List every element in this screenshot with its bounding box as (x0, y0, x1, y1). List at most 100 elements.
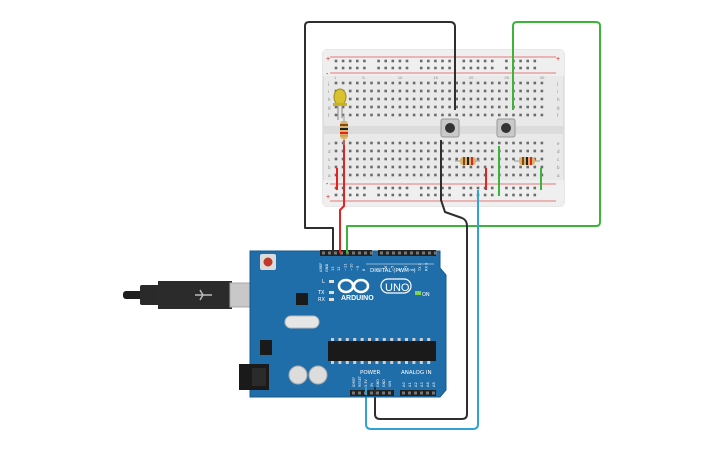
bb-hole[interactable] (434, 165, 437, 169)
header-hole[interactable] (426, 391, 429, 395)
bb-hole[interactable] (498, 105, 501, 109)
bb-hole[interactable] (419, 113, 423, 117)
bb-hole[interactable] (505, 165, 508, 169)
bb-hole[interactable] (348, 173, 352, 177)
bb-rail-hole[interactable] (391, 186, 395, 190)
bb-hole[interactable] (412, 141, 416, 145)
bb-hole[interactable] (441, 105, 444, 109)
bb-rail-hole[interactable] (526, 59, 529, 63)
bb-hole[interactable] (434, 105, 437, 109)
bb-hole[interactable] (476, 81, 480, 85)
bb-hole[interactable] (348, 105, 352, 109)
bb-hole[interactable] (391, 105, 395, 109)
bb-rail-hole[interactable] (512, 193, 515, 197)
bb-hole[interactable] (519, 173, 522, 177)
bb-hole[interactable] (398, 157, 402, 161)
bb-hole[interactable] (412, 157, 416, 161)
bb-hole[interactable] (448, 89, 451, 93)
bb-hole[interactable] (398, 89, 402, 93)
bb-hole[interactable] (419, 141, 423, 145)
bb-hole[interactable] (462, 113, 466, 117)
bb-rail-hole[interactable] (526, 186, 529, 190)
bb-hole[interactable] (476, 141, 480, 145)
bb-rail-hole[interactable] (434, 59, 437, 63)
bb-rail-hole[interactable] (526, 66, 529, 70)
bb-hole[interactable] (483, 113, 487, 117)
bb-hole[interactable] (483, 157, 487, 161)
bb-hole[interactable] (540, 165, 544, 169)
bb-hole[interactable] (412, 149, 416, 153)
bb-hole[interactable] (377, 173, 380, 177)
bb-hole[interactable] (334, 81, 338, 85)
bb-rail-hole[interactable] (405, 59, 409, 63)
bb-hole[interactable] (370, 141, 373, 145)
bb-hole[interactable] (398, 105, 402, 109)
wire-black-top-loop[interactable] (304, 21, 456, 251)
bb-hole[interactable] (419, 89, 423, 93)
bb-hole[interactable] (334, 149, 338, 153)
bb-hole[interactable] (505, 97, 508, 101)
bb-hole[interactable] (476, 149, 480, 153)
bb-hole[interactable] (377, 141, 380, 145)
bb-hole[interactable] (533, 141, 537, 145)
bb-rail-hole[interactable] (405, 193, 409, 197)
header-hole[interactable] (328, 251, 331, 255)
bb-hole[interactable] (377, 97, 380, 101)
header-hole[interactable] (410, 251, 413, 255)
bb-hole[interactable] (370, 157, 373, 161)
wire-blue[interactable] (365, 190, 479, 430)
bb-hole[interactable] (505, 149, 508, 153)
bb-hole[interactable] (469, 173, 473, 177)
bb-rail-hole[interactable] (441, 66, 444, 70)
bb-hole[interactable] (348, 141, 352, 145)
bb-hole[interactable] (412, 105, 416, 109)
analog-header[interactable] (400, 390, 436, 396)
bb-rail-hole[interactable] (363, 59, 366, 63)
bb-hole[interactable] (455, 165, 458, 169)
bb-hole[interactable] (519, 149, 522, 153)
bb-rail-hole[interactable] (462, 59, 466, 63)
bb-hole[interactable] (427, 157, 430, 161)
bb-hole[interactable] (363, 89, 366, 93)
bb-hole[interactable] (377, 113, 380, 117)
bb-hole[interactable] (441, 141, 444, 145)
bb-hole[interactable] (384, 81, 387, 85)
bb-rail-hole[interactable] (434, 186, 437, 190)
bb-hole[interactable] (533, 173, 537, 177)
bb-rail-hole[interactable] (519, 193, 522, 197)
bb-hole[interactable] (483, 141, 487, 145)
header-hole[interactable] (352, 391, 355, 395)
bb-hole[interactable] (476, 113, 480, 117)
bb-hole[interactable] (476, 173, 480, 177)
bb-hole[interactable] (469, 81, 473, 85)
bb-hole[interactable] (419, 81, 423, 85)
bb-hole[interactable] (419, 97, 423, 101)
bb-hole[interactable] (505, 173, 508, 177)
bb-hole[interactable] (384, 89, 387, 93)
bb-hole[interactable] (377, 149, 380, 153)
wire-red-led[interactable] (339, 140, 345, 251)
bb-hole[interactable] (490, 141, 494, 145)
bb-hole[interactable] (512, 149, 515, 153)
bb-hole[interactable] (476, 157, 480, 161)
bb-rail-hole[interactable] (462, 193, 466, 197)
bb-rail-hole[interactable] (384, 66, 387, 70)
bb-hole[interactable] (384, 97, 387, 101)
header-hole[interactable] (388, 391, 391, 395)
bb-rail-hole[interactable] (483, 66, 487, 70)
bb-hole[interactable] (334, 157, 338, 161)
bb-hole[interactable] (356, 113, 359, 117)
header-hole[interactable] (376, 391, 379, 395)
bb-hole[interactable] (540, 141, 544, 145)
bb-hole[interactable] (490, 97, 494, 101)
bb-hole[interactable] (490, 105, 494, 109)
bb-hole[interactable] (483, 97, 487, 101)
bb-hole[interactable] (448, 149, 451, 153)
bb-rail-hole[interactable] (469, 59, 473, 63)
bb-rail-hole[interactable] (377, 66, 380, 70)
bb-hole[interactable] (526, 149, 529, 153)
bb-rail-hole[interactable] (398, 193, 402, 197)
wire-green-loop[interactable] (346, 21, 601, 251)
header-hole[interactable] (404, 251, 407, 255)
bb-hole[interactable] (483, 89, 487, 93)
